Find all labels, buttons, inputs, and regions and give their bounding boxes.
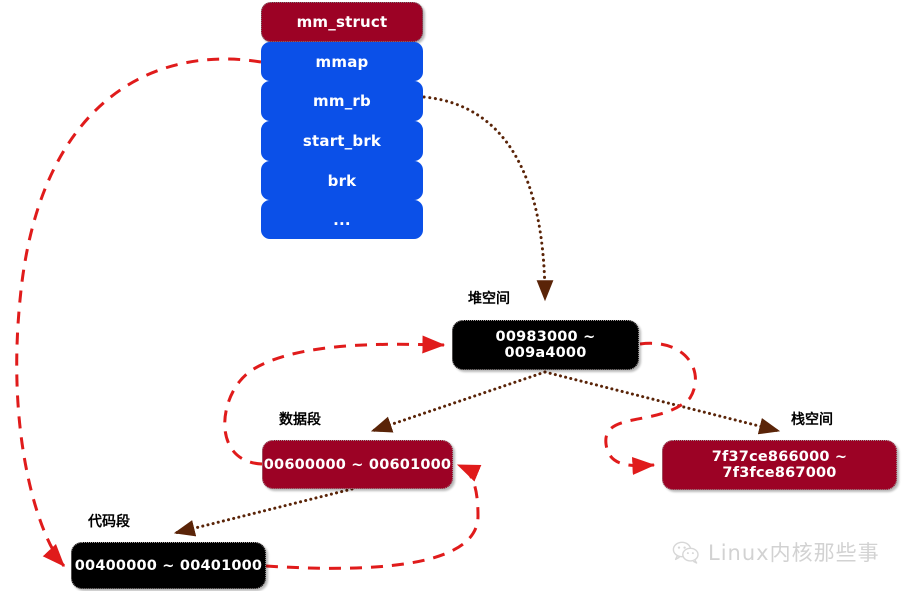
edge-mmrb-to-heap bbox=[422, 95, 554, 302]
heap-region-box[interactable]: 00983000 ~ 009a4000 bbox=[452, 320, 639, 370]
wechat-icon bbox=[672, 541, 699, 564]
edge-heap-to-data bbox=[370, 370, 547, 433]
edge-heap-to-stack bbox=[543, 370, 781, 435]
watermark-text: Linux内核那些事 bbox=[708, 541, 880, 565]
watermark: Linux内核那些事 bbox=[672, 537, 880, 567]
stack-region-box[interactable]: 7f37ce866000 ~ 7f3fce867000 bbox=[662, 440, 897, 490]
code-segment-label: 代码段 bbox=[88, 514, 130, 530]
edge-data-to-code bbox=[173, 487, 354, 537]
data-segment-label: 数据段 bbox=[279, 412, 321, 428]
edge-mmap-to-code bbox=[15, 57, 262, 568]
mm-struct-field-brk[interactable]: brk bbox=[261, 161, 423, 200]
data-segment-box[interactable]: 00600000 ~ 00601000 bbox=[262, 440, 453, 489]
stack-region-label: 栈空间 bbox=[791, 412, 833, 428]
heap-region-label: 堆空间 bbox=[468, 291, 510, 307]
mm-struct-field-mm-rb[interactable]: mm_rb bbox=[261, 81, 423, 121]
mm-struct-title[interactable]: mm_struct bbox=[261, 2, 423, 42]
mm-struct-field-ellipsis[interactable]: ... bbox=[261, 200, 423, 239]
mm-struct-field-start-brk[interactable]: start_brk bbox=[261, 121, 423, 161]
mm-struct-field-mmap[interactable]: mmap bbox=[261, 42, 423, 81]
code-segment-box[interactable]: 00400000 ~ 00401000 bbox=[71, 542, 266, 589]
